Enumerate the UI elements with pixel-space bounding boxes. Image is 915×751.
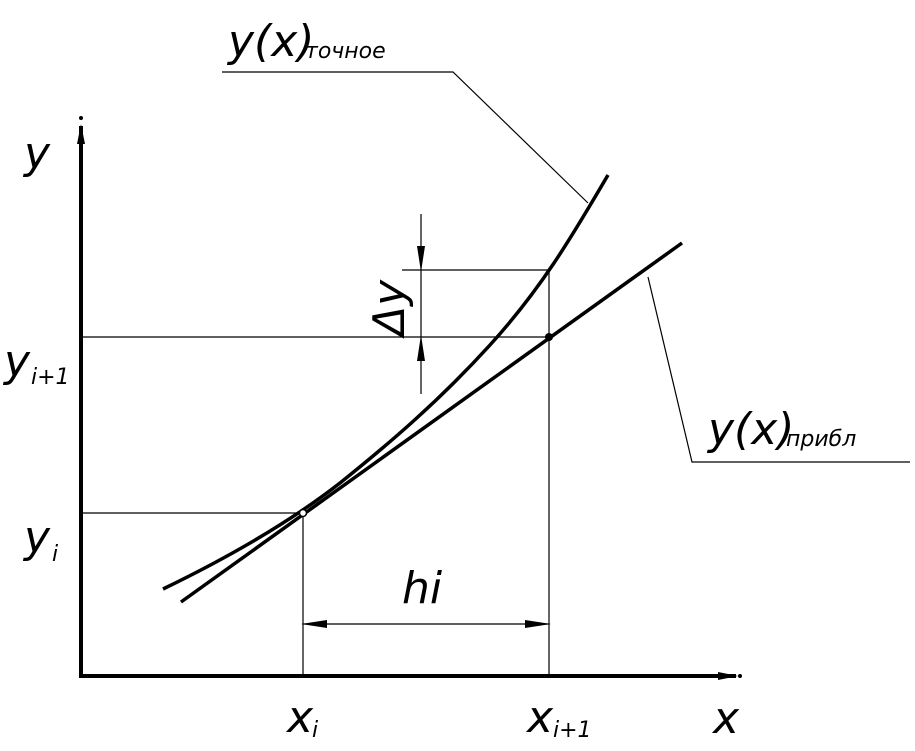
- approx-label: y(x): [706, 404, 794, 455]
- xi-label: x: [285, 692, 314, 743]
- xi-sub: i: [312, 718, 318, 743]
- yi1-sub: i+1: [31, 365, 70, 390]
- exact-leader: [222, 71, 589, 204]
- y-axis-end-dot: [79, 116, 83, 120]
- exact-label: y(x): [226, 16, 314, 67]
- xi1-label: x: [525, 692, 554, 743]
- approx-line: [179, 241, 684, 604]
- yi1-label: y: [2, 336, 31, 387]
- x-axis-end-dot: [738, 674, 742, 678]
- yi-sub: i: [52, 542, 58, 567]
- approx-leader: [647, 276, 910, 463]
- x-axis-label: x: [711, 693, 740, 744]
- exact-curve: [162, 174, 610, 591]
- approx-sub: прибл: [786, 427, 856, 452]
- yi-label: y: [22, 512, 51, 563]
- exact-sub: точное: [305, 39, 386, 64]
- dy-label: Δy: [364, 279, 415, 339]
- hi-label: hi: [402, 563, 443, 614]
- y-axis-label: y: [22, 128, 51, 179]
- xi1-sub: i+1: [553, 718, 592, 743]
- point-i: [298, 508, 308, 518]
- point-i1: [545, 333, 553, 341]
